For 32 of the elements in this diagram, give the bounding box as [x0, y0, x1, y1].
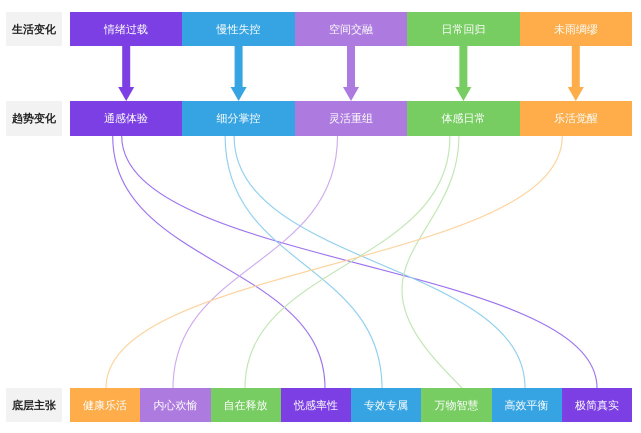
category-cell: 极简真实 — [562, 388, 632, 422]
row-label: 底层主张 — [6, 388, 62, 422]
connector-curve — [401, 136, 462, 388]
connector-curve — [234, 136, 526, 388]
category-cell: 高效平衡 — [492, 388, 562, 422]
connector-curve — [172, 136, 338, 388]
arrow — [455, 46, 472, 101]
connector-curve — [112, 136, 326, 388]
row-label: 趋势变化 — [6, 101, 62, 136]
category-cell: 慢性失控 — [182, 12, 295, 46]
category-cell: 未雨绸缪 — [520, 12, 632, 46]
category-cell: 自在释放 — [210, 388, 281, 422]
category-cell: 空间交融 — [294, 12, 408, 46]
category-cell: 通感体验 — [70, 101, 182, 136]
category-cell: 体感日常 — [407, 101, 520, 136]
category-cell: 细分掌控 — [182, 101, 295, 136]
row-label: 生活变化 — [6, 12, 62, 46]
category-cell: 日常回归 — [407, 12, 520, 46]
connector-curve — [224, 136, 383, 388]
arrow — [118, 46, 134, 101]
category-cell: 专效专属 — [351, 388, 422, 422]
category-cell: 乐活觉醒 — [520, 101, 632, 136]
category-cell: 健康乐活 — [70, 388, 140, 422]
category-cell: 内心欢愉 — [140, 388, 210, 422]
category-cell: 万物智慧 — [421, 388, 492, 422]
category-cell: 悦感率性 — [280, 388, 351, 422]
arrow — [230, 46, 247, 101]
arrow — [568, 46, 584, 101]
category-cell: 情绪过载 — [70, 12, 182, 46]
category-cell: 灵活重组 — [294, 101, 408, 136]
arrow — [343, 46, 359, 101]
connector-curve — [244, 136, 450, 388]
